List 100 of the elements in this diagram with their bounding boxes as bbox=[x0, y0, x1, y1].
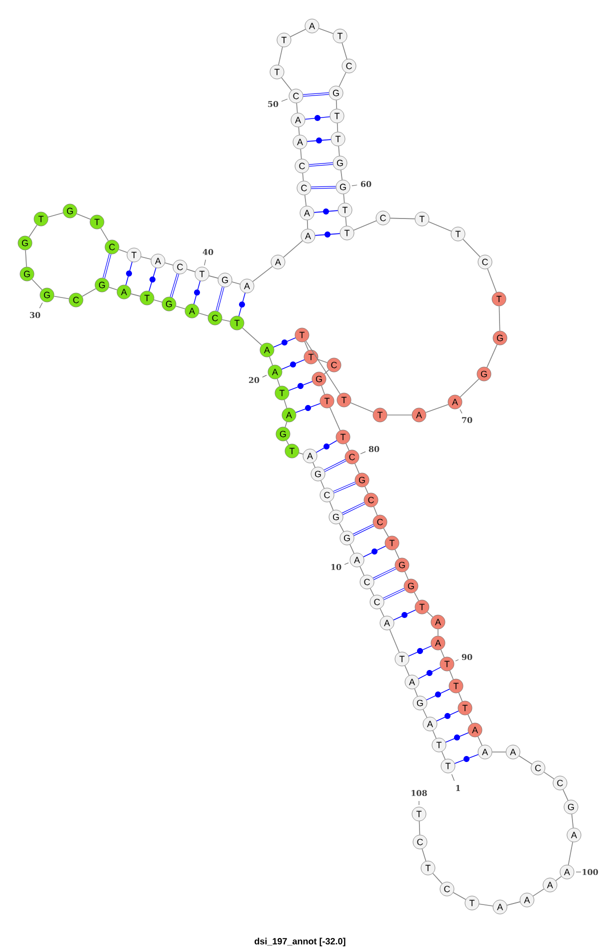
backbone-line bbox=[276, 378, 280, 387]
backbone-line bbox=[300, 148, 302, 160]
base-pair-line bbox=[193, 280, 201, 304]
backbone-line bbox=[338, 146, 340, 156]
backbone-line bbox=[487, 268, 497, 293]
base-pair-line bbox=[170, 274, 180, 298]
base-pair-line bbox=[125, 262, 133, 286]
index-number: 108 bbox=[412, 790, 427, 806]
base-pair-line bbox=[288, 381, 313, 391]
index-number: 30 bbox=[30, 302, 43, 318]
backbone-line bbox=[350, 402, 374, 413]
backbone-line bbox=[140, 256, 152, 260]
backbone-line bbox=[370, 588, 374, 596]
base-pair-line bbox=[372, 567, 396, 580]
backbone-line bbox=[440, 649, 445, 658]
backbone-line bbox=[486, 344, 498, 368]
backbone-line bbox=[441, 751, 446, 760]
backbone-line bbox=[346, 443, 350, 451]
backbone-line bbox=[208, 275, 218, 279]
backbone-line bbox=[252, 266, 273, 282]
base-pair-line bbox=[436, 710, 459, 722]
backbone-line bbox=[373, 506, 378, 516]
backbone-line bbox=[108, 286, 118, 290]
backbone-line bbox=[304, 194, 307, 206]
backbone-line bbox=[380, 608, 384, 617]
base-pair-line bbox=[303, 92, 329, 97]
backbone-line bbox=[320, 480, 325, 489]
backbone-line bbox=[354, 463, 360, 474]
backbone-line bbox=[312, 462, 316, 468]
backbone-line bbox=[555, 876, 562, 882]
index-number: 80 bbox=[360, 446, 380, 454]
backbone-line bbox=[198, 312, 209, 316]
base-pair-line bbox=[314, 208, 338, 214]
backbone-line bbox=[422, 848, 426, 862]
backbone-line bbox=[222, 319, 230, 322]
index-number: 60 bbox=[352, 180, 372, 188]
backbone-line bbox=[286, 440, 290, 446]
base-pair-line bbox=[342, 502, 366, 515]
backbone-line bbox=[284, 421, 288, 428]
backbone-line bbox=[383, 528, 389, 538]
backbone-line bbox=[422, 709, 428, 718]
backbone-line bbox=[318, 28, 334, 34]
backbone-line bbox=[283, 240, 303, 258]
backbone-line bbox=[284, 399, 288, 409]
backbone-line bbox=[278, 46, 283, 66]
backbone-line bbox=[54, 296, 70, 300]
base-pair-line bbox=[238, 292, 246, 316]
backbone-line bbox=[390, 218, 416, 220]
backbone-line bbox=[478, 736, 482, 746]
backbone-line bbox=[290, 28, 306, 38]
backbone-line bbox=[458, 692, 463, 702]
base-pair-line bbox=[306, 138, 332, 144]
backbone-line bbox=[296, 102, 298, 114]
backbone-line bbox=[425, 404, 449, 413]
backbone-line bbox=[518, 755, 532, 765]
backbone-line bbox=[428, 221, 452, 232]
backbone-line bbox=[506, 901, 520, 906]
backbone-line bbox=[154, 300, 162, 302]
base-pair-line bbox=[148, 268, 156, 292]
base-pair-line bbox=[309, 162, 333, 167]
backbone-line bbox=[336, 100, 338, 110]
backbone-line bbox=[426, 612, 434, 618]
backbone-line bbox=[345, 216, 347, 226]
backbone-line bbox=[340, 170, 342, 180]
base-pair-line bbox=[273, 337, 296, 348]
backbone-line bbox=[544, 772, 554, 780]
backbone-line bbox=[32, 278, 42, 290]
index-number: 10 bbox=[331, 562, 349, 570]
backbone-line bbox=[302, 172, 304, 182]
backbone-line bbox=[317, 358, 328, 364]
backbone-line bbox=[298, 126, 300, 136]
base-pair-line bbox=[304, 115, 330, 121]
backbone-line bbox=[468, 714, 472, 724]
index-number: 20 bbox=[248, 374, 267, 384]
backbone-line bbox=[330, 407, 340, 431]
backbone-line bbox=[386, 414, 412, 416]
backbone-line bbox=[186, 268, 196, 272]
backbone-line bbox=[164, 262, 174, 266]
backbone-line bbox=[414, 592, 420, 602]
backbone-line bbox=[175, 306, 186, 310]
base-pair-line bbox=[454, 754, 479, 764]
index-number: 1 bbox=[451, 774, 460, 791]
backbone-line bbox=[394, 549, 400, 559]
backbone-line bbox=[404, 665, 410, 676]
backbone-line bbox=[418, 820, 420, 836]
base-pair-line bbox=[352, 524, 374, 536]
base-pair-line bbox=[418, 666, 441, 680]
backbone-line bbox=[304, 341, 309, 351]
backbone-line bbox=[462, 238, 480, 258]
base-pair-line bbox=[426, 688, 450, 700]
index-number: 40 bbox=[202, 248, 214, 266]
backbone-line bbox=[82, 288, 96, 297]
backbone-line bbox=[118, 249, 128, 253]
backbone-line bbox=[298, 452, 304, 454]
base-pair-line bbox=[295, 403, 321, 413]
base-pair-line bbox=[383, 588, 405, 600]
backbone-line bbox=[389, 629, 400, 653]
backbone-line bbox=[28, 224, 38, 238]
base-pair-line bbox=[393, 610, 416, 620]
backbone-line bbox=[562, 789, 568, 801]
